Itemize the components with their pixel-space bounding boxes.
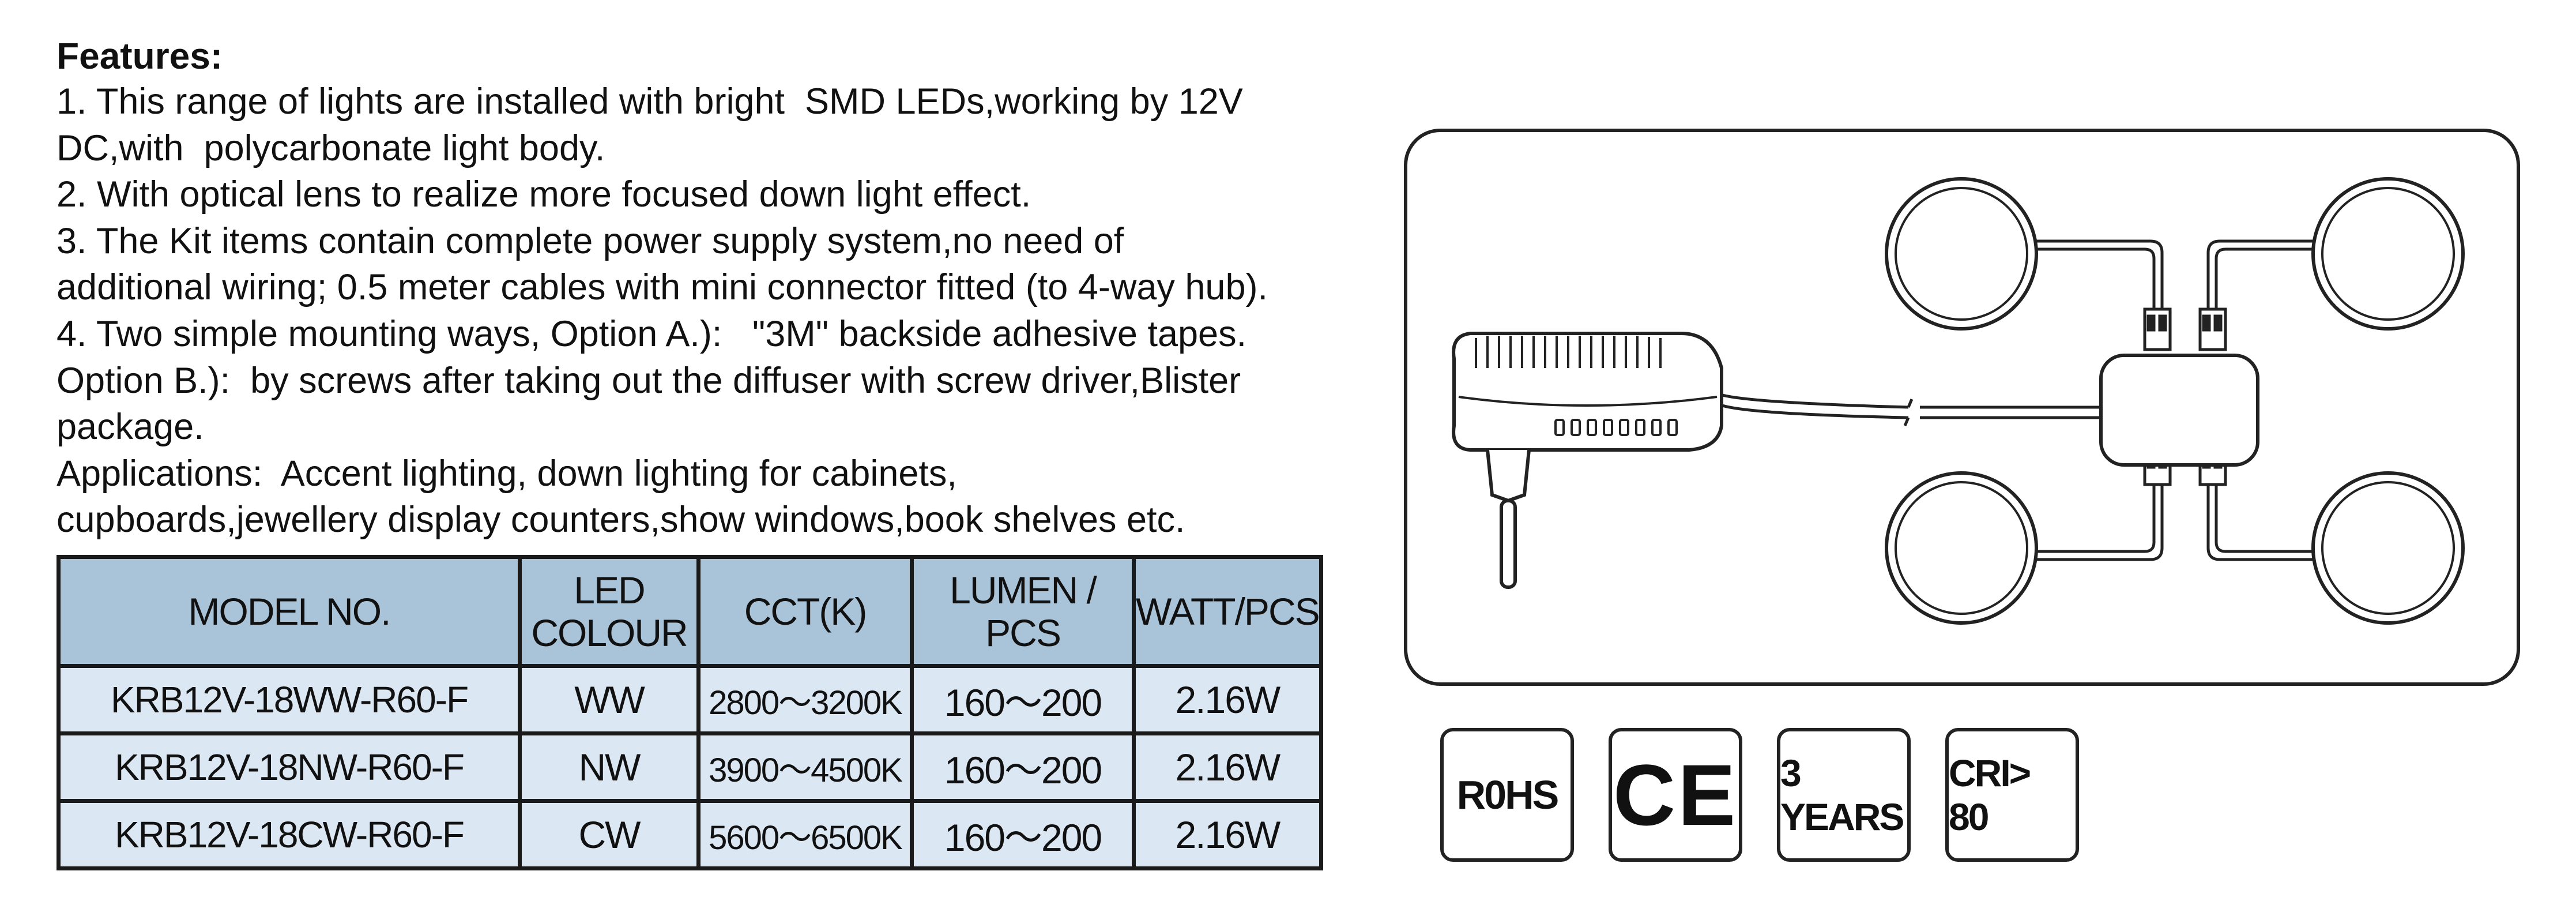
puck-cables bbox=[2035, 239, 2314, 561]
feature-line: Option B.): by screws after taking out t… bbox=[57, 360, 1241, 401]
cell-watt: 2.16W bbox=[1132, 731, 1323, 803]
four-way-hub bbox=[2099, 354, 2259, 467]
table-row: KRB12V-18CW-R60-F CW 5600～6500K 160～200 … bbox=[57, 799, 1323, 870]
feature-line: additional wiring; 0.5 meter cables with… bbox=[57, 267, 1268, 308]
cell-colour: CW bbox=[518, 799, 701, 870]
feature-line: package. bbox=[57, 407, 204, 448]
cell-lumen: 160～200 bbox=[910, 731, 1136, 803]
rohs-badge: R0HS bbox=[1440, 728, 1574, 862]
cell-cct: 5600～6500K bbox=[696, 799, 914, 870]
feature-line: 1. This range of lights are installed wi… bbox=[57, 81, 1243, 122]
header-led-colour: LED COLOUR bbox=[518, 555, 701, 668]
table-row: KRB12V-18WW-R60-F WW 2800～3200K 160～200 … bbox=[57, 664, 1323, 735]
cell-model: KRB12V-18WW-R60-F bbox=[57, 664, 522, 735]
application-line: cupboards,jewellery display counters,sho… bbox=[57, 500, 1185, 540]
table-header-row: MODEL NO. LED COLOUR CCT(K) LUMEN / PCS … bbox=[57, 555, 1323, 668]
spec-table: MODEL NO. LED COLOUR CCT(K) LUMEN / PCS … bbox=[57, 555, 1323, 870]
feature-line: 3. The Kit items contain complete power … bbox=[57, 220, 1124, 261]
warranty-badge: 3 YEARS bbox=[1777, 728, 1911, 862]
feature-line: 4. Two simple mounting ways, Option A.):… bbox=[57, 313, 1247, 354]
cell-lumen: 160～200 bbox=[910, 799, 1136, 870]
light-puck-bottom-right bbox=[2311, 471, 2465, 625]
header-led-line1: LED bbox=[574, 569, 645, 611]
cell-cct: 2800～3200K bbox=[696, 664, 914, 735]
cell-cct: 3900～4500K bbox=[696, 731, 914, 803]
cell-model: KRB12V-18CW-R60-F bbox=[57, 799, 522, 870]
feature-line: 2. With optical lens to realize more foc… bbox=[57, 174, 1031, 215]
light-puck-bottom-left bbox=[1885, 471, 2038, 625]
header-model: MODEL NO. bbox=[57, 555, 522, 668]
light-puck-top-left bbox=[1885, 177, 2038, 331]
cell-model: KRB12V-18NW-R60-F bbox=[57, 731, 522, 803]
cri-badge: CRI> 80 bbox=[1945, 728, 2079, 862]
features-heading: Features: bbox=[57, 35, 223, 77]
cell-colour: WW bbox=[518, 664, 701, 735]
features-list: 1. This range of lights are installed wi… bbox=[57, 78, 1383, 543]
power-adapter bbox=[1452, 332, 1723, 589]
power-cable bbox=[1720, 393, 2101, 426]
table-row: KRB12V-18NW-R60-F NW 3900～4500K 160～200 … bbox=[57, 731, 1323, 803]
header-lumen: LUMEN / PCS bbox=[910, 555, 1136, 668]
header-led-line2: COLOUR bbox=[531, 611, 688, 654]
kit-diagram bbox=[1404, 129, 2520, 686]
cell-watt: 2.16W bbox=[1132, 664, 1323, 735]
header-cct: CCT(K) bbox=[696, 555, 914, 668]
cell-watt: 2.16W bbox=[1132, 799, 1323, 870]
header-watt: WATT/PCS bbox=[1132, 555, 1323, 668]
ce-badge: CE bbox=[1609, 728, 1742, 862]
application-line: Applications: Accent lighting, down ligh… bbox=[57, 453, 957, 494]
cell-colour: NW bbox=[518, 731, 701, 803]
light-puck-top-right bbox=[2311, 177, 2465, 331]
feature-line: DC,with polycarbonate light body. bbox=[57, 127, 605, 168]
cell-lumen: 160～200 bbox=[910, 664, 1136, 735]
